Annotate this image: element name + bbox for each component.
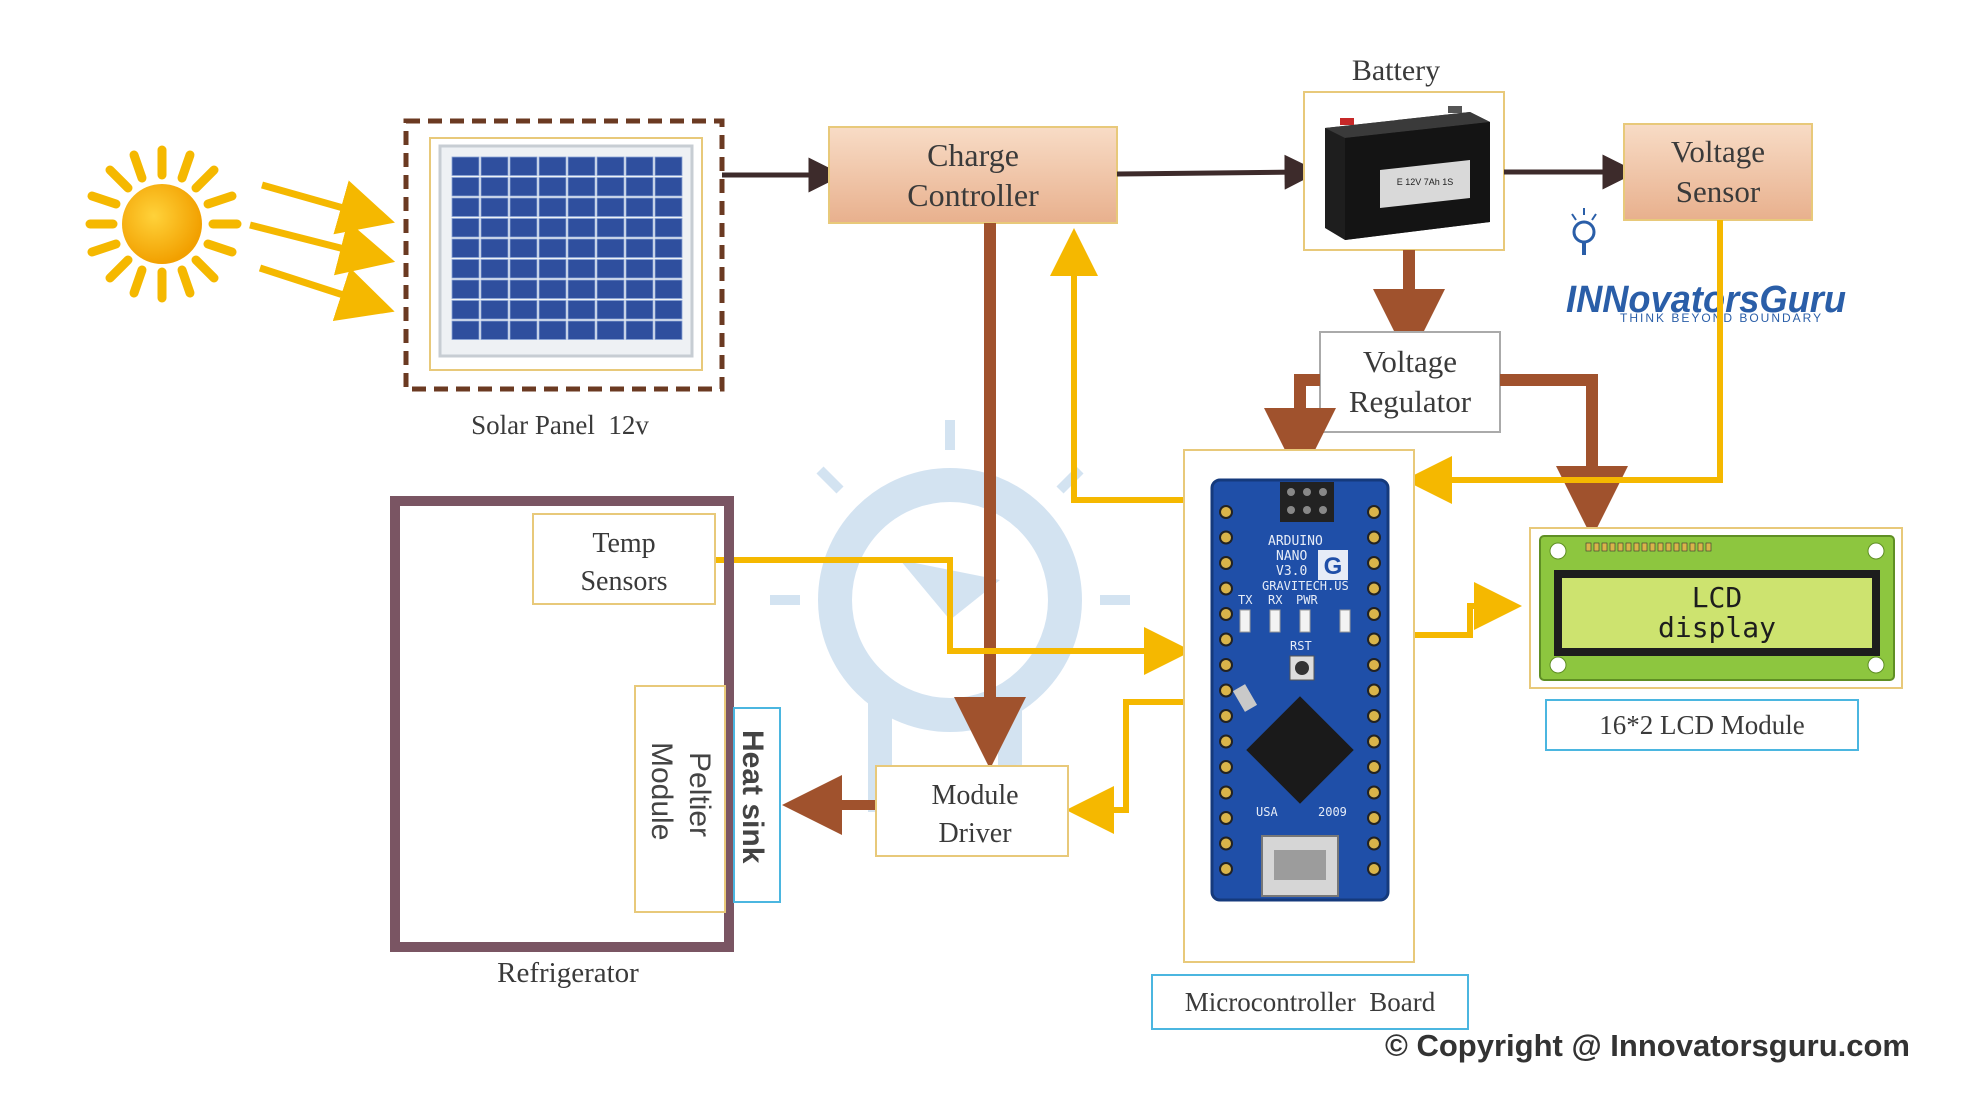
logo-name: INNovatorsGuru (1566, 279, 1846, 321)
arduino-tx: TX (1238, 593, 1253, 607)
mcu-to-controller-arrow (1050, 228, 1184, 503)
voltage-regulator-block: Voltage Regulator (1319, 331, 1501, 433)
battery-image: E 12V 7Ah 1S (1325, 106, 1490, 240)
charge-controller-label-line2: Controller (907, 177, 1039, 213)
voltage-sensor-block: Voltage Sensor (1623, 123, 1813, 221)
module-driver-block: Module Driver (875, 765, 1069, 857)
innovatorsguru-logo: INNovatorsGuru THINK BEYOND BOUNDARY (1566, 208, 1846, 325)
arduino-year: 2009 (1318, 805, 1347, 819)
battery-block: Battery E 12V 7Ah 1S (1303, 54, 1505, 251)
peltier-module-block: Peltier Module (634, 685, 726, 913)
charge-controller-block: Charge Controller (828, 126, 1118, 224)
temp-sensors-label-line2: Sensors (580, 566, 667, 597)
sensor-to-mcu-arrow (1404, 220, 1723, 504)
lcd-line1: LCD (1692, 581, 1743, 614)
lcd-line2: display (1658, 611, 1776, 644)
microcontroller-label-box: Microcontroller Board (1151, 974, 1469, 1030)
solar-panel-image (451, 156, 683, 340)
peltier-label-line2: Module (645, 742, 678, 840)
arduino-nano-image: ARDUINO NANO V3.0 GRAVITECH.US G TX RX P… (1210, 478, 1390, 902)
microcontroller-label: Microcontroller Board (1185, 987, 1436, 1017)
temp-sensors-block: Temp Sensors (532, 513, 716, 605)
mcu-to-lcd-arrow (1414, 582, 1522, 638)
temp-sensors-label-line1: Temp (592, 528, 655, 559)
solar-panel-label: Solar Panel 12v (471, 410, 649, 440)
voltage-sensor-label-line1: Voltage (1671, 134, 1765, 169)
refrigerator-block: Refrigerator (390, 496, 734, 989)
sun-icon (85, 145, 242, 303)
arduino-usa: USA (1256, 805, 1278, 819)
voltage-sensor-label-line2: Sensor (1676, 174, 1761, 209)
voltage-regulator-label-line1: Voltage (1363, 344, 1457, 379)
lcd-module-label: 16*2 LCD Module (1599, 710, 1805, 740)
solar-panel-block: Solar Panel 12v (403, 118, 725, 440)
arduino-label-1: ARDUINO (1268, 534, 1323, 549)
regulator-to-mcu-arrow (1264, 374, 1336, 480)
arduino-pwr: PWR (1296, 593, 1318, 607)
module-driver-label-line2: Driver (938, 818, 1012, 849)
mcu-to-driver-arrow (1066, 699, 1184, 834)
refrigerator-label: Refrigerator (497, 957, 639, 989)
heat-sink-block: Heat sink (733, 707, 781, 903)
charge-controller-label-line1: Charge (927, 137, 1019, 173)
arduino-label-3: V3.0 (1276, 564, 1307, 579)
sun-ray-arrows (249, 180, 396, 322)
regulator-to-lcd-arrow (1500, 374, 1628, 538)
battery-spec-label: E 12V 7Ah 1S (1397, 177, 1454, 187)
voltage-regulator-label-line2: Regulator (1349, 384, 1472, 419)
lcd-block: LCD display (1529, 527, 1903, 689)
lcd-label-box: 16*2 LCD Module (1545, 699, 1859, 751)
copyright-text: © Copyright @ Innovatorsguru.com (1385, 1028, 1910, 1063)
arduino-label-4: GRAVITECH.US (1262, 579, 1349, 593)
module-driver-label-line1: Module (931, 780, 1018, 811)
temp-to-mcu-arrow (716, 557, 1192, 675)
controller-to-battery-arrow (1116, 154, 1320, 190)
battery-label: Battery (1352, 54, 1440, 87)
arduino-rst: RST (1290, 639, 1312, 653)
arduino-rx: RX (1268, 593, 1283, 607)
microcontroller-block: ARDUINO NANO V3.0 GRAVITECH.US G TX RX P… (1183, 449, 1415, 963)
gravitech-logo: G (1324, 553, 1343, 580)
heat-sink-label: Heat sink (736, 730, 769, 864)
peltier-label-line1: Peltier (683, 752, 716, 837)
arduino-label-2: NANO (1276, 549, 1307, 564)
